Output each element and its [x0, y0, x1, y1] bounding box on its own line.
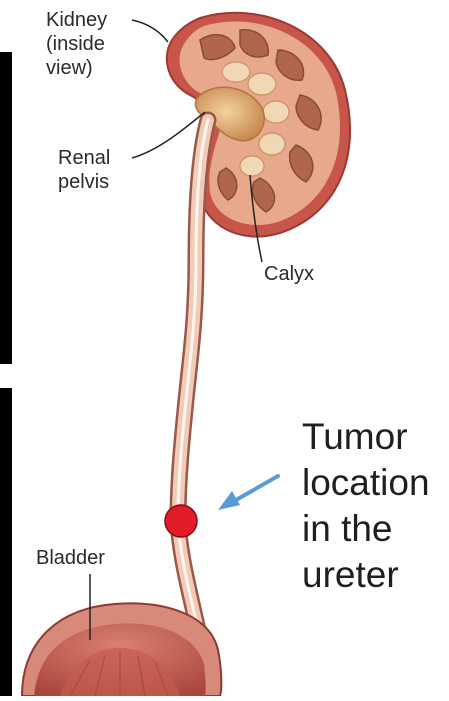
leader-kidney: [132, 20, 168, 42]
side-bar-top: [0, 52, 12, 364]
label-calyx: Calyx: [264, 262, 314, 286]
label-bladder: Bladder: [36, 546, 105, 570]
bladder-shape: [22, 603, 221, 696]
label-kidney: Kidney (inside view): [46, 8, 107, 80]
arrow-left-down-icon: [218, 476, 278, 510]
side-bar-bottom: [0, 388, 12, 696]
red-circle-icon: [165, 505, 197, 537]
tumor-location-annotation: Tumor location in the ureter: [302, 414, 430, 598]
label-renal-pelvis: Renal pelvis: [58, 146, 110, 194]
